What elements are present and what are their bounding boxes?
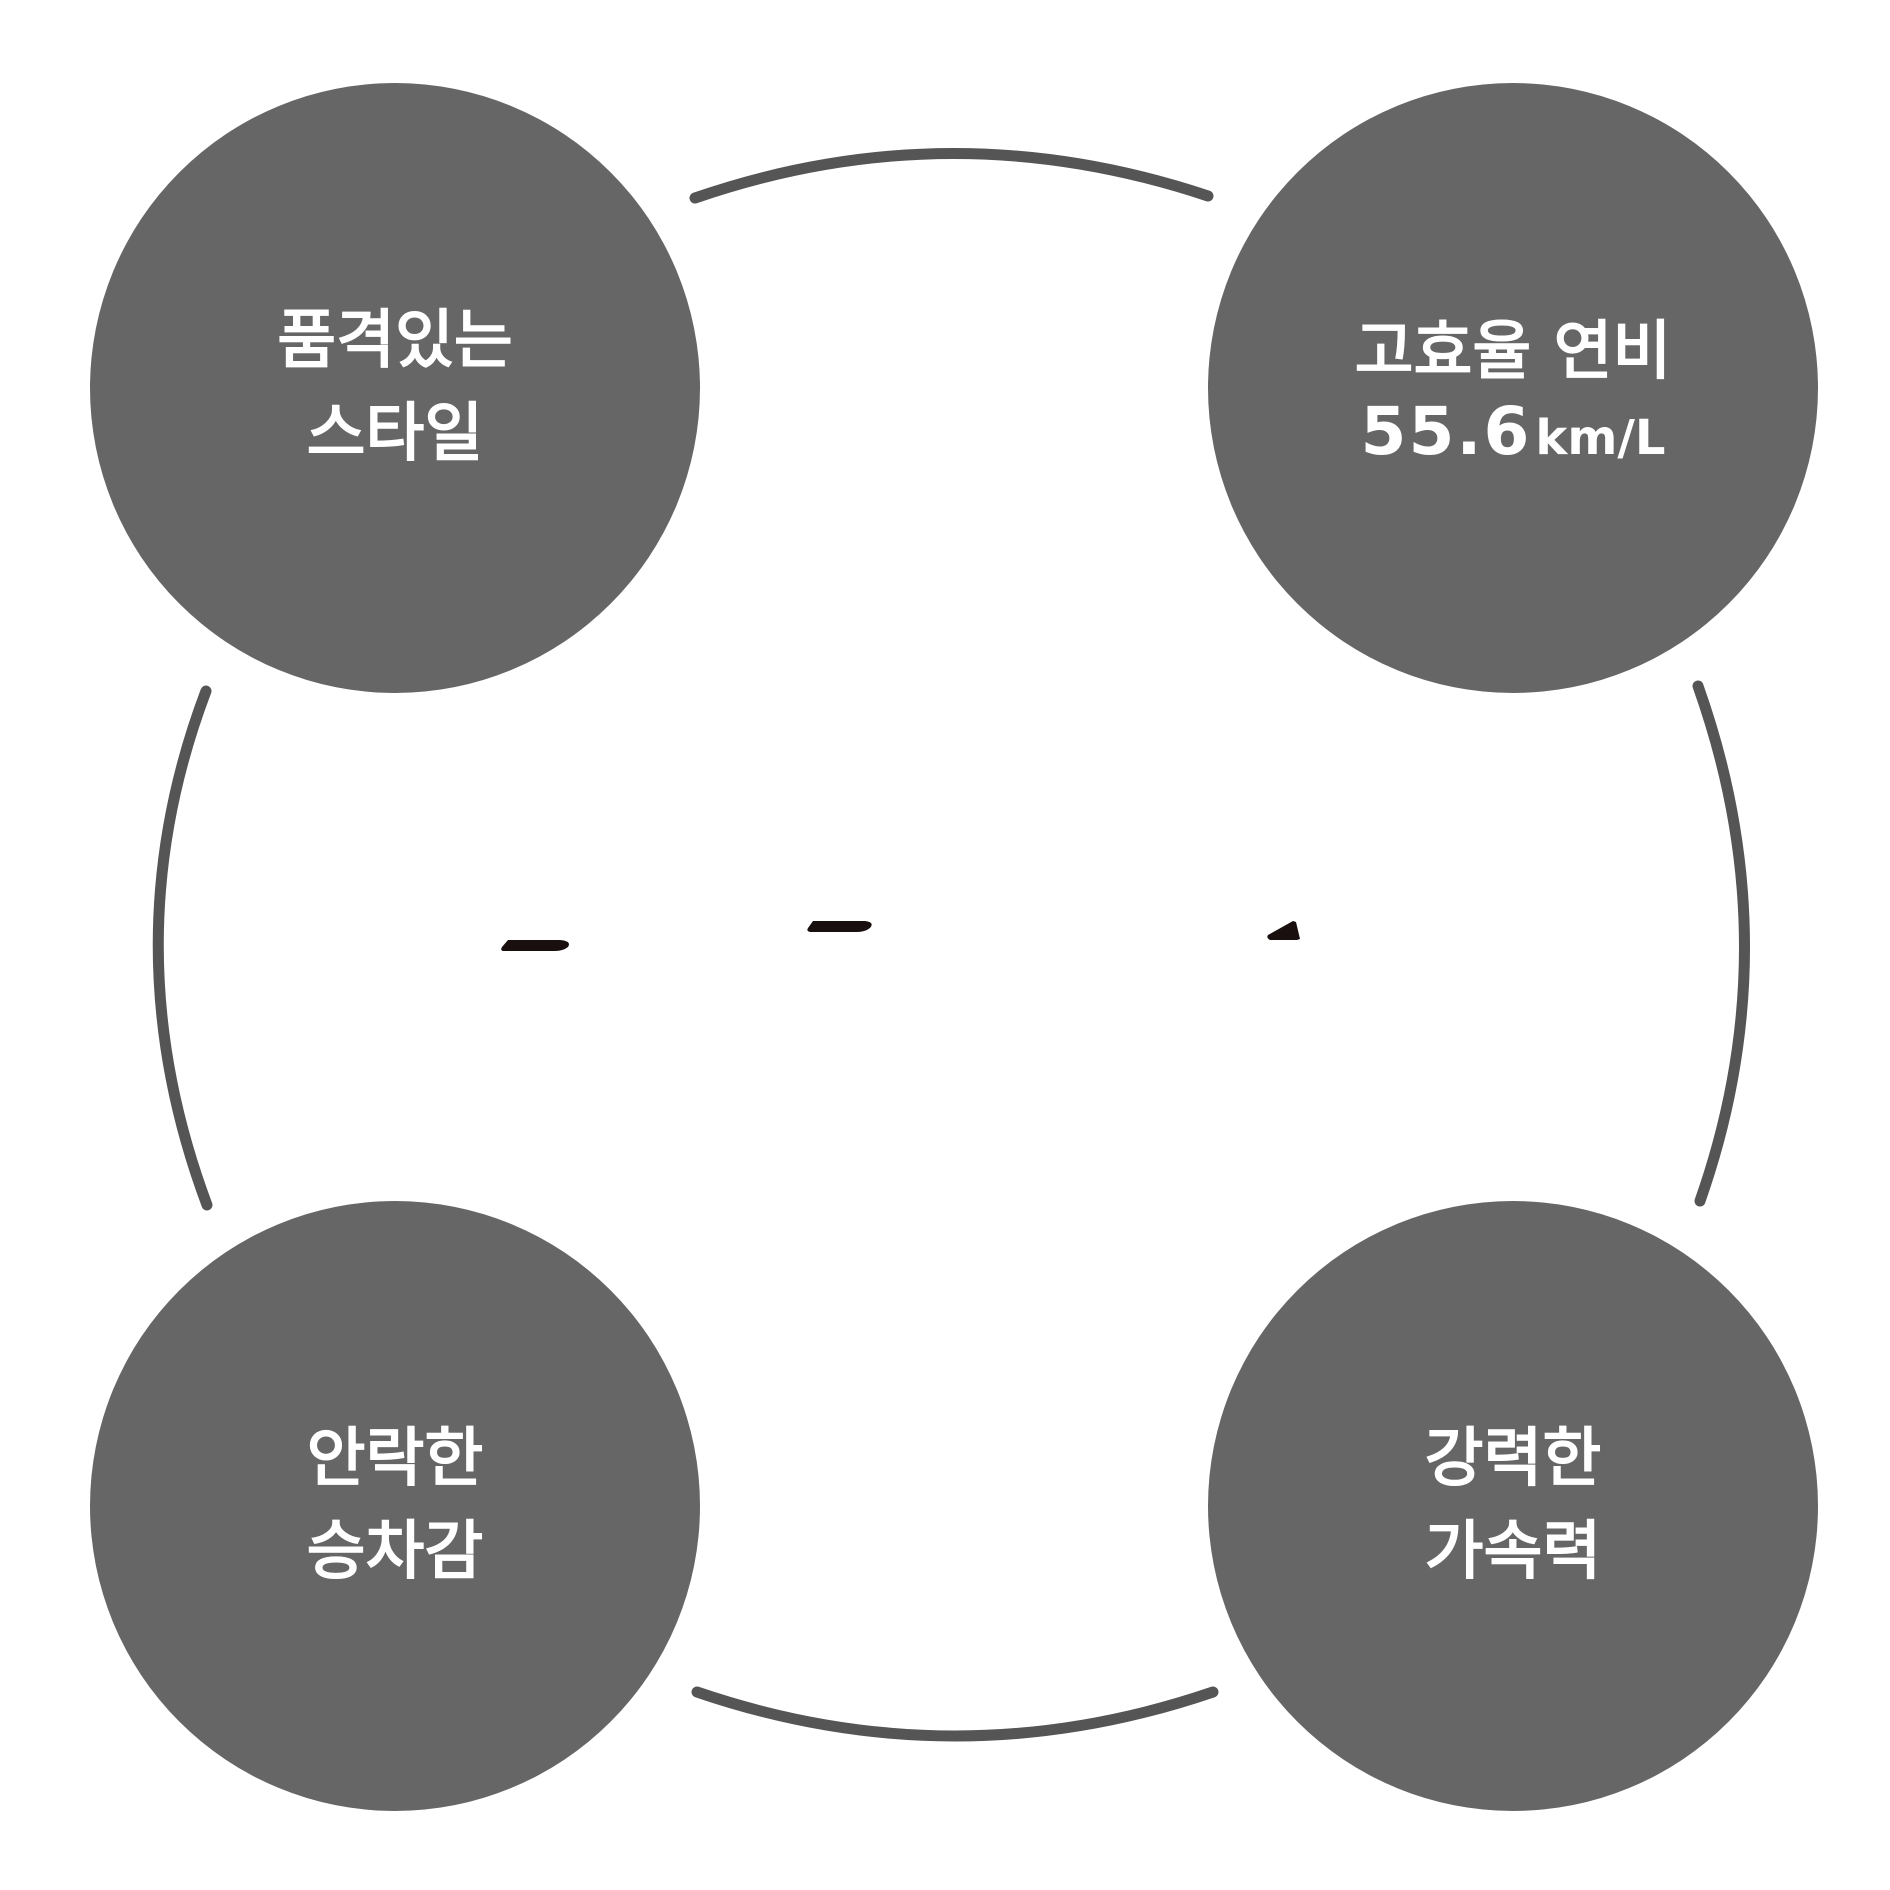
fuel-efficiency-number: 55.6 — [1360, 392, 1532, 470]
feature-acceleration-line1: 강력한 — [1424, 1422, 1602, 1497]
feature-circle-acceleration: 강력한 가속력 — [1208, 1201, 1818, 1811]
feature-circle-fuel-efficiency: 고효율 연비 55.6km/L — [1208, 83, 1818, 693]
feature-acceleration-line2: 가속력 — [1424, 1515, 1602, 1589]
feature-circle-style: 품격있는 스타일 — [90, 83, 700, 693]
center-fragment-right — [1267, 921, 1300, 940]
feature-fuel-label: 고효율 연비 — [1354, 315, 1672, 390]
connector-arc-bottom — [691, 1686, 1219, 1742]
feature-style-line2: 스타일 — [306, 397, 484, 471]
feature-comfort-label: 안락한 승차감 — [307, 1413, 484, 1599]
feature-acceleration-label: 강력한 가속력 — [1425, 1413, 1602, 1599]
connector-arc-top — [689, 148, 1214, 204]
feature-style-label: 품격있는 스타일 — [277, 295, 513, 481]
fuel-efficiency-value: 55.6km/L — [1361, 393, 1666, 470]
center-fragment-middle — [807, 921, 872, 932]
feature-comfort-line2: 승차감 — [306, 1515, 484, 1589]
fuel-efficiency-unit: km/L — [1535, 409, 1666, 466]
connector-arc-left — [152, 685, 213, 1211]
center-fragment-left — [501, 940, 569, 951]
feature-circle-comfort: 안락한 승차감 — [90, 1201, 700, 1811]
feature-comfort-line1: 안락한 — [306, 1422, 484, 1497]
connector-arc-right — [1692, 680, 1750, 1207]
feature-style-line1: 품격있는 — [277, 304, 513, 379]
